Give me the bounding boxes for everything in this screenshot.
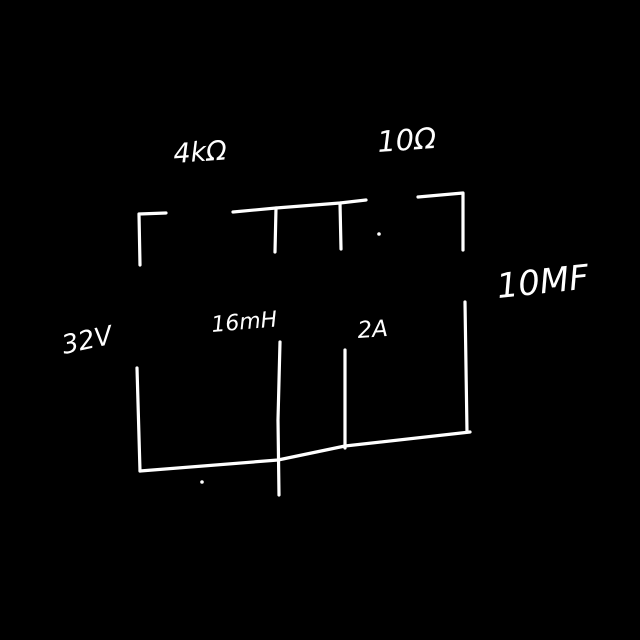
current-source-upper-stub xyxy=(338,201,343,251)
inductor-label: 16mH xyxy=(210,307,278,338)
top-right-wire xyxy=(416,191,465,252)
current-source-label: 2A xyxy=(357,316,389,344)
stray-ink-dot xyxy=(200,480,204,484)
voltage-source-lower-wire xyxy=(135,366,142,473)
bottom-wire xyxy=(138,430,472,473)
resistor-left-label: 4kΩ xyxy=(172,135,228,170)
top-left-wire xyxy=(137,211,168,267)
capacitor-label: 10MF xyxy=(495,257,591,306)
inductor-lower-wire xyxy=(276,340,282,497)
stray-ink-dot xyxy=(377,232,381,236)
voltage-source-label: 32V xyxy=(59,320,117,360)
top-middle-wire xyxy=(231,198,368,214)
inductor-upper-stub xyxy=(273,206,278,254)
capacitor-lower-wire xyxy=(463,300,469,434)
resistor-right-label: 10Ω xyxy=(376,121,437,159)
